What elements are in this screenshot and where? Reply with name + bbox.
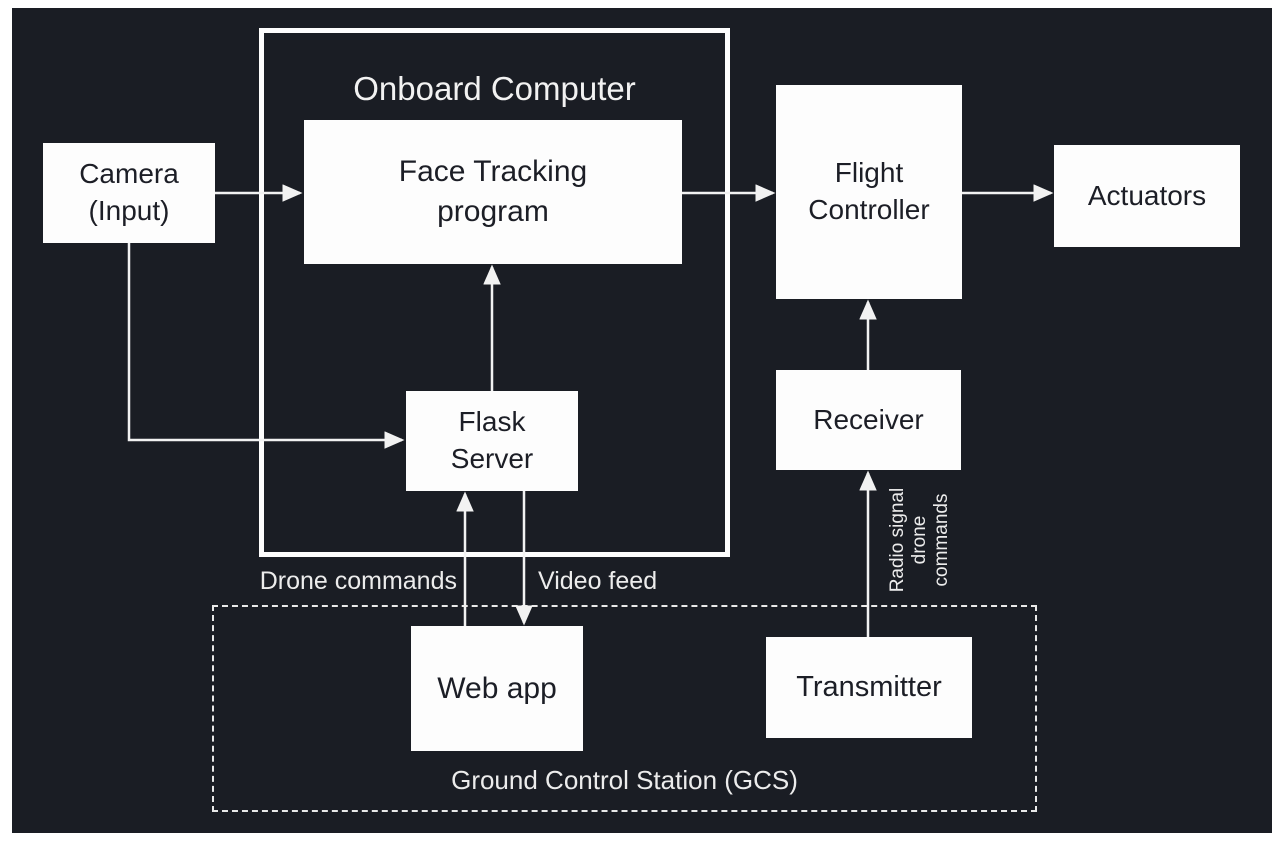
ground-control-station-container: Ground Control Station (GCS)	[212, 605, 1037, 812]
connector-layer	[127, 184, 1054, 637]
actuators-node: Actuators	[1054, 145, 1240, 247]
drone-commands-edge-label: Drone commands	[259, 567, 457, 595]
onboard-computer-container: Onboard Computer	[259, 28, 730, 557]
radio-signal-edge-label: Radio signal drone commands	[887, 487, 952, 593]
ground-control-station-title: Ground Control Station (GCS)	[451, 765, 798, 795]
arrow-camera-to-flask-server	[127, 243, 405, 449]
video-feed-edge-label: Video feed	[538, 567, 658, 595]
face-tracking-program-node: Face Tracking program	[304, 120, 682, 264]
web-app-node: Web app	[411, 626, 583, 751]
camera-input-node: Camera (Input)	[43, 143, 215, 243]
flight-controller-node: Flight Controller	[776, 85, 962, 299]
diagram-canvas: Onboard Computer Ground Control Station …	[12, 8, 1272, 833]
transmitter-node: Transmitter	[766, 637, 972, 738]
receiver-node: Receiver	[776, 370, 961, 470]
flask-server-node: Flask Server	[406, 391, 578, 491]
onboard-computer-title: Onboard Computer	[353, 70, 636, 107]
